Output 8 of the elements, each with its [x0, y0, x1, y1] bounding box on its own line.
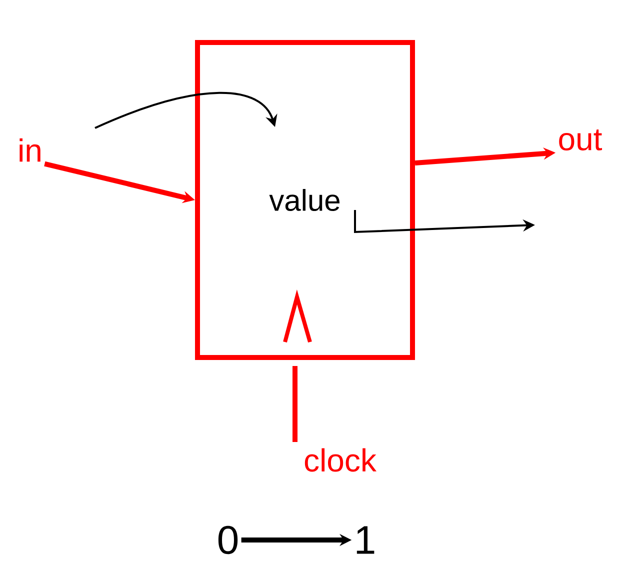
- register-box: value: [195, 40, 415, 360]
- state-value: 1: [356, 526, 374, 554]
- state-value: 0: [218, 526, 238, 554]
- input-label: in: [20, 138, 40, 162]
- output-label: out: [559, 130, 602, 150]
- clock-label: clock: [304, 448, 376, 472]
- arrow: [94, 92, 278, 129]
- connector-line: [292, 366, 298, 442]
